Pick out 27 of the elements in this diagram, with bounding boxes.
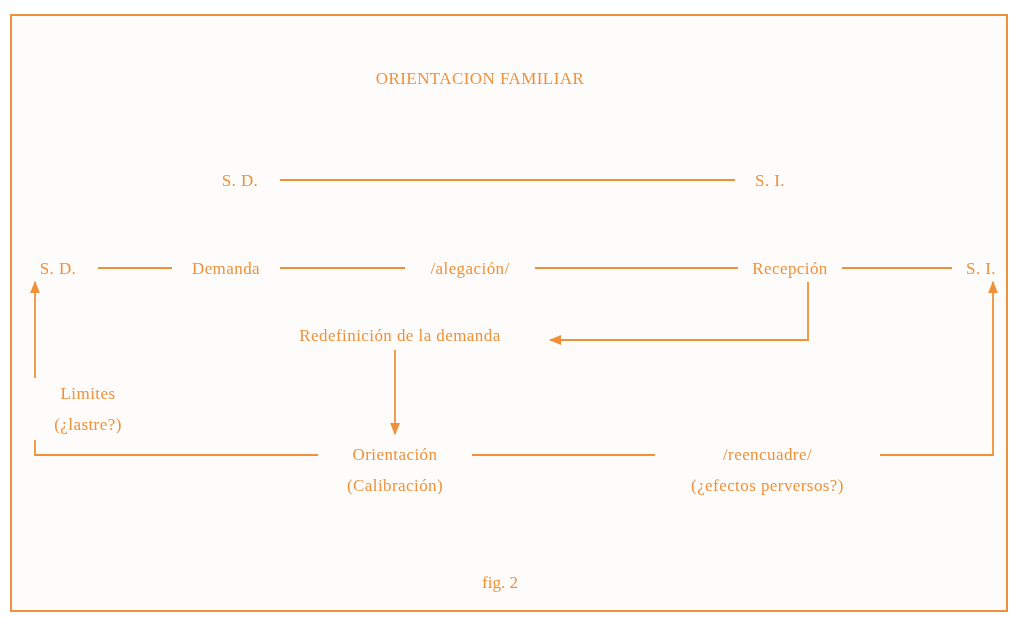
connector-line <box>279 179 736 181</box>
node-label: Orientación <box>352 446 438 463</box>
connector-line <box>34 439 319 456</box>
figure-caption: fig. 2 <box>481 572 519 594</box>
diagram-title: ORIENTACION FAMILIAR <box>374 68 586 90</box>
connector-line <box>97 267 173 269</box>
node-label: Recepción <box>752 259 828 277</box>
node-label: S. D. <box>39 259 77 277</box>
node-label: /reencuadre/ <box>722 446 813 463</box>
node-label: /alegación/ <box>430 259 510 277</box>
node-label: (¿efectos perversos?) <box>691 477 844 494</box>
node-label: (Calibración) <box>346 477 444 494</box>
connector-line <box>534 267 739 269</box>
arrow <box>548 281 809 346</box>
node-label: S. D. <box>221 171 259 189</box>
connector-line <box>841 267 953 269</box>
node-label: S. I. <box>966 259 996 277</box>
node-label: Demanda <box>191 259 261 277</box>
arrow <box>29 280 41 379</box>
node-label: Limites <box>60 385 116 402</box>
node-label: (¿lastre?) <box>54 416 122 433</box>
node-label: S. I. <box>755 171 785 189</box>
connector-line <box>471 454 656 456</box>
connector-line <box>279 267 406 269</box>
node-label: Redefinición de la demanda <box>299 326 501 344</box>
arrow <box>389 349 401 436</box>
arrow <box>879 280 999 456</box>
